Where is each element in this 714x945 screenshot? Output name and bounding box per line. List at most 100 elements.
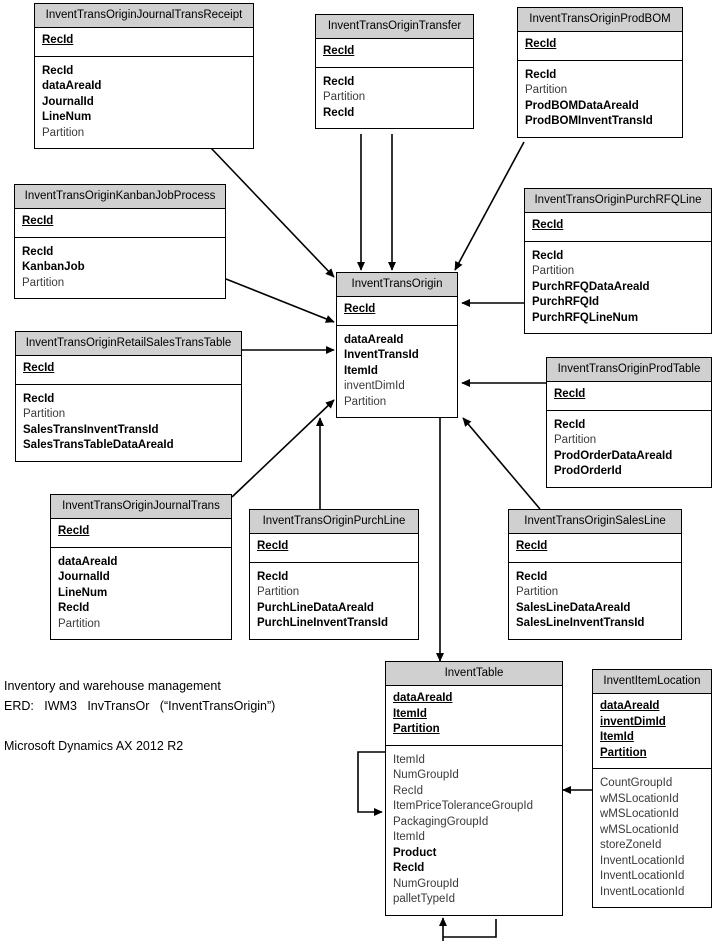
attribute-field: RecId (323, 106, 355, 119)
entity-invent-trans-origin-journal-trans[interactable]: InventTransOriginJournalTrans RecId data… (50, 494, 232, 640)
entity-invent-trans-origin-kanban-job-process[interactable]: InventTransOriginKanbanJobProcess RecId … (14, 184, 226, 299)
entity-key-section: RecId (51, 519, 231, 548)
attribute-field: RecId (58, 602, 90, 614)
attribute-field: InventLocationId (600, 885, 685, 898)
attribute-field: storeZoneId (600, 839, 662, 851)
attribute-field: Partition (257, 586, 300, 598)
attribute-field: InventLocationId (600, 870, 685, 882)
rel-journaltransreceipt-to-origin (210, 147, 335, 278)
rel-prodbom-to-origin (454, 141, 525, 271)
entity-invent-trans-origin[interactable]: InventTransOrigin RecId dataAreaId Inven… (336, 272, 458, 418)
attribute-field: Partition (42, 126, 85, 139)
attribute-field: RecId (22, 245, 54, 258)
caption-line-1: Inventory and warehouse management (4, 679, 221, 693)
entity-key-section: RecId (250, 534, 418, 563)
key-field: ItemId (600, 731, 634, 743)
key-field: RecId (323, 45, 355, 57)
entity-attribute-section: RecId Partition ProdBOMDataAreaId ProdBO… (518, 61, 682, 137)
entity-attribute-section: RecId Partition ProdOrderDataAreaId Prod… (547, 411, 711, 487)
attribute-field: PurchLineDataAreaId (257, 601, 374, 614)
entity-invent-trans-origin-journal-trans-receipt[interactable]: InventTransOriginJournalTransReceipt Rec… (34, 3, 254, 149)
key-field: dataAreaId (600, 700, 660, 712)
entity-title: InventTransOriginKanbanJobProcess (15, 185, 225, 209)
attribute-field: SalesTransInventTransId (23, 423, 159, 436)
attribute-field: dataAreaId (42, 80, 102, 92)
attribute-field: PurchRFQDataAreaId (532, 280, 650, 293)
attribute-field: Partition (532, 265, 575, 277)
attribute-field: SalesTransTableDataAreaId (23, 439, 174, 451)
entity-key-section: dataAreaId inventDimId ItemId Partition (593, 694, 711, 769)
attribute-field: ItemPriceToleranceGroupId (393, 800, 533, 812)
attribute-field: PurchRFQId (532, 296, 600, 308)
entity-key-section: RecId (16, 356, 241, 385)
attribute-field: Partition (554, 434, 597, 446)
entity-invent-item-location[interactable]: InventItemLocation dataAreaId inventDimI… (592, 669, 712, 908)
attribute-field: ProdOrderId (554, 465, 622, 477)
attribute-field: wMSLocationId (600, 808, 679, 820)
entity-title: InventTransOriginRetailSalesTransTable (16, 332, 241, 356)
rel-kanban-to-origin (225, 278, 335, 323)
entity-invent-trans-origin-purch-line[interactable]: InventTransOriginPurchLine RecId RecId P… (249, 509, 419, 640)
key-field: RecId (525, 38, 557, 50)
entity-invent-trans-origin-purch-rfq-line[interactable]: InventTransOriginPurchRFQLine RecId RecI… (524, 188, 712, 334)
key-field: Partition (393, 723, 440, 735)
entity-key-section: RecId (525, 213, 711, 242)
attribute-field: dataAreaId (58, 555, 118, 568)
entity-attribute-section: RecId Partition SalesTransInventTransId … (16, 385, 241, 461)
entity-invent-trans-origin-prod-bom[interactable]: InventTransOriginProdBOM RecId RecId Par… (517, 7, 683, 138)
attribute-field: RecId (554, 418, 586, 431)
entity-attribute-section: RecId dataAreaId JournalId LineNum Parti… (35, 57, 253, 149)
key-field: RecId (42, 34, 74, 46)
entity-attribute-section: CountGroupId wMSLocationId wMSLocationId… (593, 769, 711, 907)
attribute-field: Partition (22, 276, 65, 289)
entity-key-section: RecId (509, 534, 681, 563)
entity-key-section: RecId (15, 209, 225, 238)
entity-invent-table[interactable]: InventTable dataAreaId ItemId Partition … (385, 661, 563, 916)
attribute-field: RecId (257, 570, 289, 583)
entity-key-section: RecId (337, 297, 457, 326)
attribute-field: Partition (323, 91, 366, 103)
attribute-field: InventLocationId (600, 854, 685, 867)
entity-title: InventTransOrigin (337, 273, 457, 297)
entity-title: InventTransOriginProdBOM (518, 8, 682, 32)
attribute-field: PurchRFQLineNum (532, 311, 639, 324)
entity-key-section: RecId (35, 28, 253, 57)
attribute-field: InventTransId (344, 349, 419, 361)
attribute-field: Partition (58, 617, 101, 630)
entity-invent-trans-origin-sales-line[interactable]: InventTransOriginSalesLine RecId RecId P… (508, 509, 682, 640)
key-field: RecId (532, 219, 564, 231)
rel-inventtable-self-left (357, 751, 386, 817)
attribute-field: RecId (393, 784, 424, 797)
attribute-field: LineNum (42, 111, 92, 123)
entity-attribute-section: RecId Partition PurchLineDataAreaId Purc… (250, 563, 418, 639)
attribute-field: LineNum (58, 586, 108, 599)
entity-attribute-section: ItemId NumGroupId RecId ItemPriceToleran… (386, 746, 562, 915)
key-field: dataAreaId (393, 692, 453, 704)
key-field: RecId (344, 303, 376, 315)
attribute-field: KanbanJob (22, 261, 85, 273)
attribute-field: NumGroupId (393, 769, 459, 781)
entity-attribute-section: RecId Partition RecId (316, 68, 473, 129)
attribute-field: RecId (525, 68, 557, 81)
attribute-field: ProdOrderDataAreaId (554, 449, 673, 462)
key-field: RecId (516, 540, 548, 552)
attribute-field: SalesLineDataAreaId (516, 601, 631, 614)
entity-invent-trans-origin-prod-table[interactable]: InventTransOriginProdTable RecId RecId P… (546, 357, 712, 488)
attribute-field: ProdBOMDataAreaId (525, 99, 639, 112)
attribute-field: palletTypeId (393, 893, 456, 905)
attribute-field: Partition (525, 84, 568, 96)
attribute-field: SalesLineInventTransId (516, 617, 645, 629)
entity-attribute-section: dataAreaId JournalId LineNum RecId Parti… (51, 548, 231, 640)
attribute-field: RecId (516, 570, 548, 583)
entity-title: InventItemLocation (593, 670, 711, 694)
key-field: inventDimId (600, 715, 666, 728)
entity-invent-trans-origin-transfer[interactable]: InventTransOriginTransfer RecId RecId Pa… (315, 14, 474, 129)
entity-title: InventTransOriginPurchLine (250, 510, 418, 534)
entity-attribute-section: RecId Partition SalesLineDataAreaId Sale… (509, 563, 681, 639)
key-field: RecId (257, 540, 289, 552)
entity-key-section: RecId (547, 382, 711, 411)
entity-title: InventTransOriginJournalTrans (51, 495, 231, 519)
caption-line-2: ERD: IWM3 InvTransOr (“InventTransOrigin… (4, 699, 276, 713)
entity-invent-trans-origin-retail-sales-trans-table[interactable]: InventTransOriginRetailSalesTransTable R… (15, 331, 242, 462)
